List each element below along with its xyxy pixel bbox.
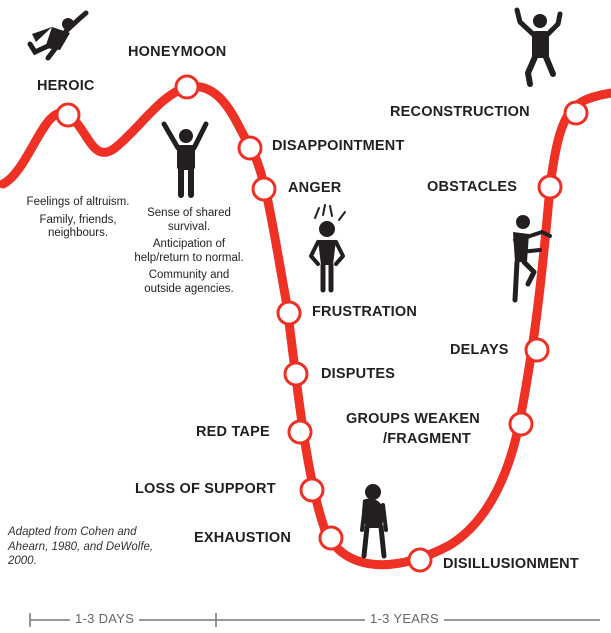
timeline-years-label: 1-3 YEARS — [365, 611, 444, 626]
timeline-days-label: 1-3 DAYS — [70, 611, 140, 626]
stage-obstacles: OBSTACLES — [427, 179, 518, 195]
superhero-icon — [27, 10, 89, 61]
marker-honeymoon — [174, 74, 200, 100]
marker-loss-of-support — [299, 477, 325, 503]
marker-frustration — [276, 300, 302, 326]
marker-disputes — [283, 361, 309, 387]
marker-disappointment — [237, 135, 263, 161]
stage-heroic: HEROIC — [37, 78, 95, 94]
heroic-note: Feelings of altruism. Family, friends, n… — [26, 196, 130, 239]
angry-person-icon — [309, 204, 346, 293]
stage-reconstruction: RECONSTRUCTION — [390, 104, 530, 120]
marker-groups-weaken — [508, 411, 534, 437]
phase-curve — [0, 81, 611, 570]
marker-reconstruction — [563, 100, 589, 126]
marker-red-tape — [287, 419, 313, 445]
person-arms-up-icon — [161, 121, 209, 198]
honeymoon-note: Sense of shared survival. Anticipation o… — [134, 207, 244, 295]
exhausted-person-icon — [360, 484, 388, 559]
climbing-person-icon — [512, 215, 552, 303]
marker-anger — [251, 176, 277, 202]
stage-honeymoon: HONEYMOON — [128, 44, 227, 60]
stage-disillusionment: DISILLUSIONMENT — [443, 556, 579, 572]
stage-loss-of-support: LOSS OF SUPPORT — [135, 481, 276, 497]
stage-groups-weaken: GROUPS WEAKEN /FRAGMENT — [346, 411, 480, 447]
citation: Adapted from Cohen and Ahearn, 1980, and… — [8, 526, 154, 567]
marker-exhaustion — [318, 525, 344, 551]
marker-delays — [524, 337, 550, 363]
stage-frustration: FRUSTRATION — [312, 304, 418, 320]
jumping-person-icon — [514, 7, 563, 87]
marker-obstacles — [537, 174, 563, 200]
stage-delays: DELAYS — [450, 342, 509, 358]
stage-exhaustion: EXHAUSTION — [194, 530, 292, 546]
stage-disputes: DISPUTES — [321, 366, 396, 382]
marker-disillusionment — [407, 547, 433, 573]
stage-red-tape: RED TAPE — [196, 424, 270, 440]
stage-disappointment: DISAPPOINTMENT — [272, 138, 405, 154]
stage-anger: ANGER — [288, 180, 342, 196]
marker-heroic — [55, 102, 81, 128]
